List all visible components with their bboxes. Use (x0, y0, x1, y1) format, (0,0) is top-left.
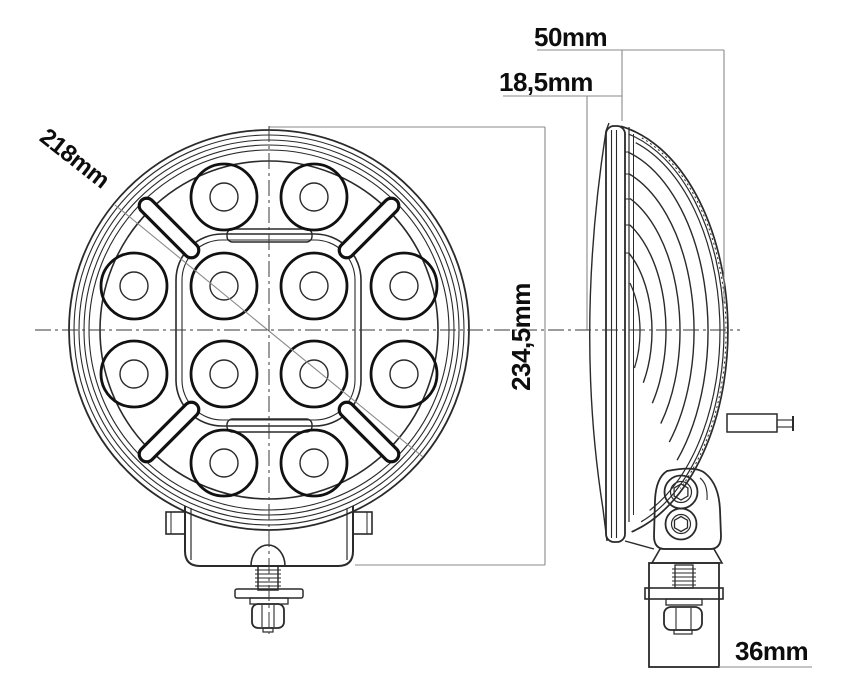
dimension-label-housing-depth: 50mm (534, 22, 608, 52)
side-bezel (605, 125, 626, 543)
centerlines (35, 126, 740, 634)
diagonal-slots (137, 196, 401, 464)
mounting-base (644, 562, 724, 668)
pivot-bolt-lower (664, 507, 698, 541)
wire-connector (726, 413, 794, 433)
bracket-neck (650, 548, 724, 564)
dimension-label-overall-height: 234,5mm (506, 283, 536, 391)
dimension-label-lens-protrusion: 18,5mm (499, 67, 593, 97)
mounting-bracket-side (650, 467, 724, 564)
base-hex-nut (663, 606, 703, 631)
side-view-drawing (589, 122, 794, 668)
cooling-fins (625, 151, 709, 461)
housing-back-edge (620, 125, 729, 533)
hex-nut (251, 603, 285, 629)
bracket-dome (250, 544, 286, 567)
led-array (99, 162, 439, 498)
lens-profile (589, 122, 610, 542)
dimension-lines (269, 49, 812, 668)
dimension-label-bracket-width: 36mm (735, 636, 809, 666)
